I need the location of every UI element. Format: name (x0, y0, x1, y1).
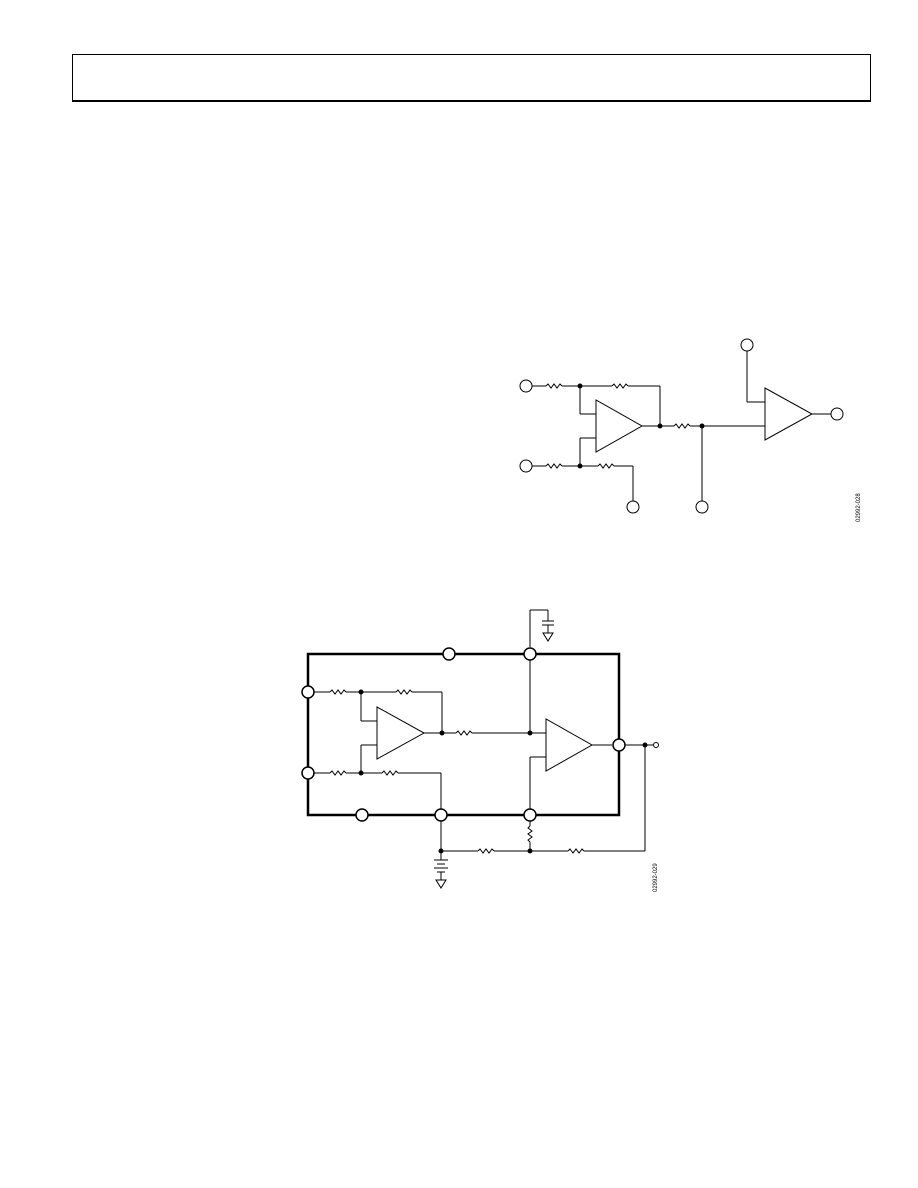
fig2-resistor-bottom-left (477, 848, 495, 854)
figure-1-schematic (519, 338, 844, 514)
fig2-resistor-input-top (329, 689, 347, 695)
fig2-output-terminal (653, 742, 659, 748)
fig2-pin-top-left (442, 647, 456, 661)
fig1-resistor-feedback (611, 383, 629, 389)
fig2-code-label: 02992-029 (653, 863, 659, 892)
fig2-pin-bottom-mid (434, 808, 448, 822)
fig1-resistor-output (673, 423, 691, 429)
fig2-opamp-1 (376, 706, 426, 760)
fig1-code-label: 02992-028 (856, 493, 862, 522)
fig1-resistor-input-top (545, 383, 563, 389)
fig1-filter-pin (695, 500, 709, 514)
fig2-resistor-output (455, 730, 473, 736)
figure-2-schematic (301, 609, 659, 889)
fig2-ground-symbol-bottom (435, 879, 447, 889)
fig2-pin-left-bottom (301, 766, 315, 780)
fig1-input-pin-top (519, 379, 533, 393)
fig1-opamp-1 (595, 399, 644, 453)
fig2-ground-symbol-top (542, 632, 554, 642)
fig2-resistor-reference (381, 770, 399, 776)
fig1-input-pin-bottom (519, 459, 533, 473)
fig2-pin-top-right (523, 647, 537, 661)
fig2-resistor-vertical (527, 825, 533, 843)
fig1-ref-pin (626, 500, 640, 514)
fig1-junction-dot (577, 463, 583, 469)
fig2-pin-output (612, 738, 626, 752)
fig2-ic-package-outline (306, 652, 621, 817)
fig1-top-pin (740, 338, 754, 352)
fig1-output-pin (830, 407, 844, 421)
fig2-pin-left-top (301, 685, 315, 699)
fig2-junction-dot (439, 730, 445, 736)
fig1-resistor-reference (597, 463, 615, 469)
page-header-box (72, 54, 871, 102)
fig1-opamp-2 (764, 387, 814, 441)
fig2-resistor-bottom-right (567, 848, 585, 854)
fig2-pin-bottom-left (355, 808, 369, 822)
fig2-resistor-input-bottom (329, 770, 347, 776)
fig1-junction-dot (657, 423, 663, 429)
fig2-resistor-feedback (395, 689, 413, 695)
fig1-resistor-input-bottom (545, 463, 563, 469)
fig2-junction-dot (527, 848, 533, 854)
fig2-opamp-2 (545, 718, 594, 772)
fig2-pin-bottom-right (523, 808, 537, 822)
fig2-junction-dot (358, 770, 364, 776)
